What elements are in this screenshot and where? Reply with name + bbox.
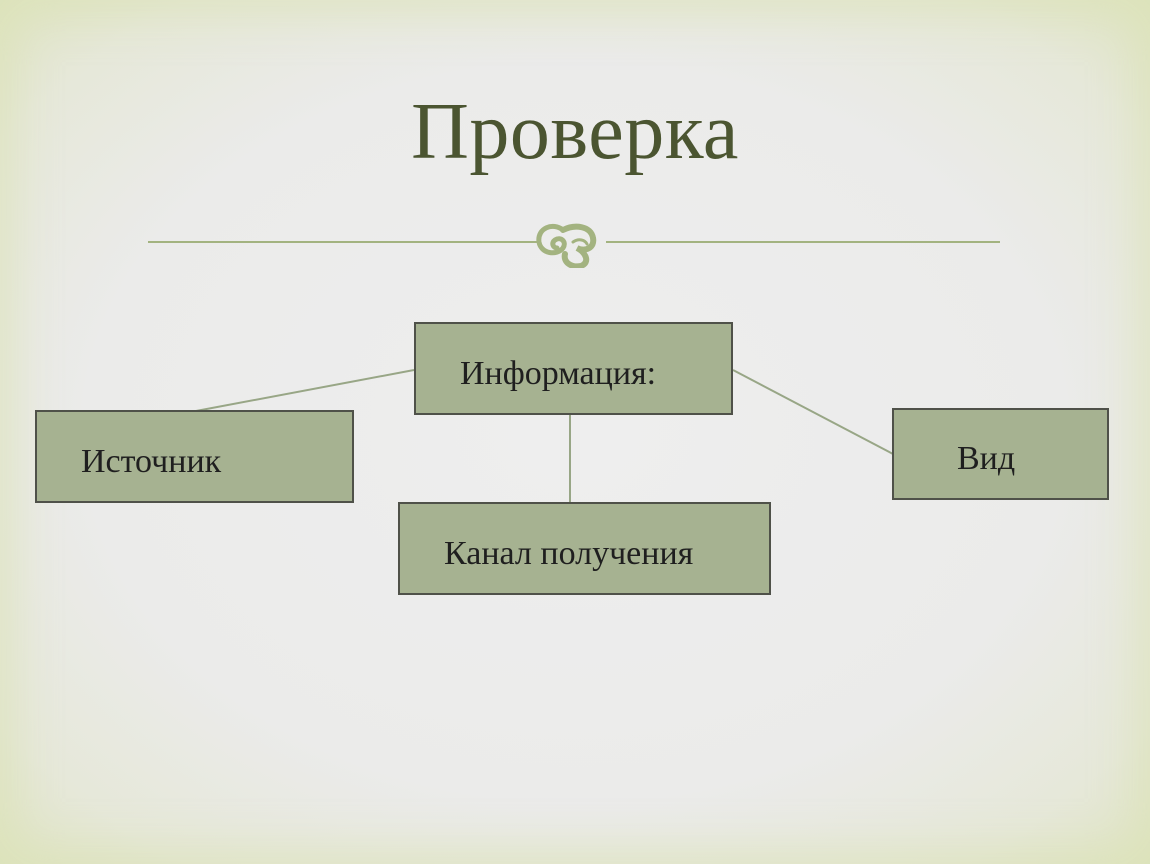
- node-channel: Канал получения: [398, 502, 771, 595]
- node-type: Вид: [892, 408, 1109, 500]
- node-information: Информация:: [414, 322, 733, 415]
- divider-left: [148, 241, 540, 243]
- slide-title: Проверка: [411, 88, 739, 176]
- node-type-label: Вид: [957, 440, 1016, 477]
- connector-root-type: [732, 369, 894, 455]
- fleuron-icon: [536, 223, 597, 268]
- node-source: Источник: [35, 410, 354, 503]
- connector-root-source: [195, 369, 415, 412]
- node-channel-label: Канал получения: [444, 535, 694, 572]
- divider-right: [606, 241, 1000, 243]
- node-information-label: Информация:: [460, 355, 657, 392]
- node-source-label: Источник: [81, 443, 222, 480]
